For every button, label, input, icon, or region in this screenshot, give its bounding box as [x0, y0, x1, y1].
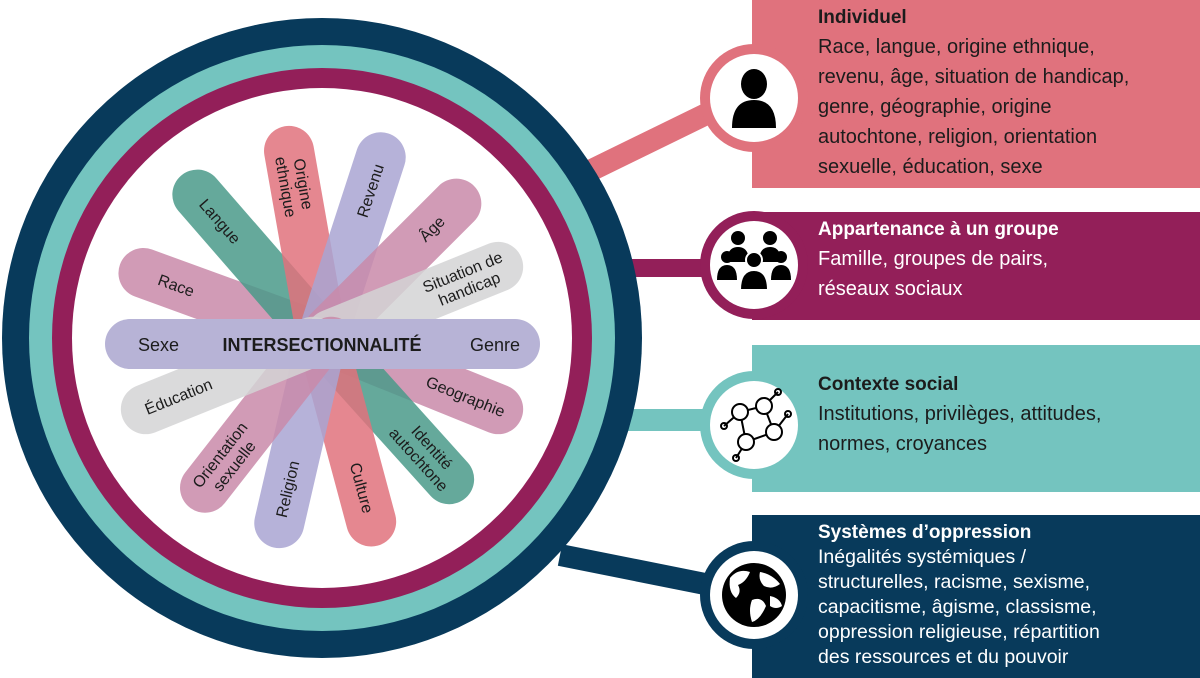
panel-line: revenu, âge, situation de handicap, [818, 66, 1130, 88]
center-title: INTERSECTIONNALITÉ [222, 334, 421, 355]
panel-title: Systèmes d’oppression [818, 522, 1032, 543]
person-icon [700, 44, 808, 152]
center-bar-right: Genre [470, 335, 520, 355]
panel-line: des ressources et du pouvoir [818, 646, 1069, 668]
panel-line: réseaux sociaux [818, 278, 963, 300]
petal-shape [254, 322, 345, 549]
panel-social: Contexte social Institutions, privilèges… [752, 345, 1200, 492]
panel-line: Inégalités systémiques / [818, 546, 1027, 568]
panel-line: Famille, groupes de pairs, [818, 248, 1049, 270]
panel-title: Individuel [818, 7, 907, 28]
center-bar-shape [105, 319, 540, 369]
center-bar-left: Sexe [138, 335, 179, 355]
panel-line: genre, géographie, origine [818, 96, 1052, 118]
panel-body: Inégalités systémiques / structurelles, … [818, 545, 1190, 670]
panel-title: Contexte social [818, 374, 959, 395]
panel-body: Institutions, privilèges, attitudes, nor… [818, 399, 1190, 459]
icon-circles [700, 44, 808, 649]
panel-line: Institutions, privilèges, attitudes, [818, 403, 1102, 425]
panel-line: autochtone, religion, orientation [818, 126, 1098, 148]
panel-title: Appartenance à un groupe [818, 219, 1059, 240]
panel-line: sexuelle, éducation, sexe [818, 156, 1043, 178]
panel-body: Race, langue, origine ethnique, revenu, … [818, 32, 1190, 182]
panel-line: structurelles, racisme, sexisme, [818, 571, 1090, 593]
panel-individuel: Individuel Race, langue, origine ethniqu… [752, 0, 1200, 188]
group-icon [700, 211, 808, 319]
panel-line: Race, langue, origine ethnique, [818, 36, 1095, 58]
panel-line: normes, croyances [818, 433, 987, 455]
panel-body: Famille, groupes de pairs, réseaux socia… [818, 244, 1190, 304]
petal-religion: Religion [254, 322, 345, 549]
center-bar: Sexe INTERSECTIONNALITÉ Genre [105, 319, 540, 369]
panel-groupe: Appartenance à un groupe Famille, groupe… [752, 212, 1200, 320]
panel-line: capacitisme, âgisme, classisme, [818, 596, 1097, 618]
panel-oppression: Systèmes d’oppression Inégalités systémi… [752, 515, 1200, 678]
network-icon [700, 371, 808, 479]
globe-icon [700, 541, 808, 649]
panel-line: oppression religieuse, répartition [818, 621, 1100, 643]
